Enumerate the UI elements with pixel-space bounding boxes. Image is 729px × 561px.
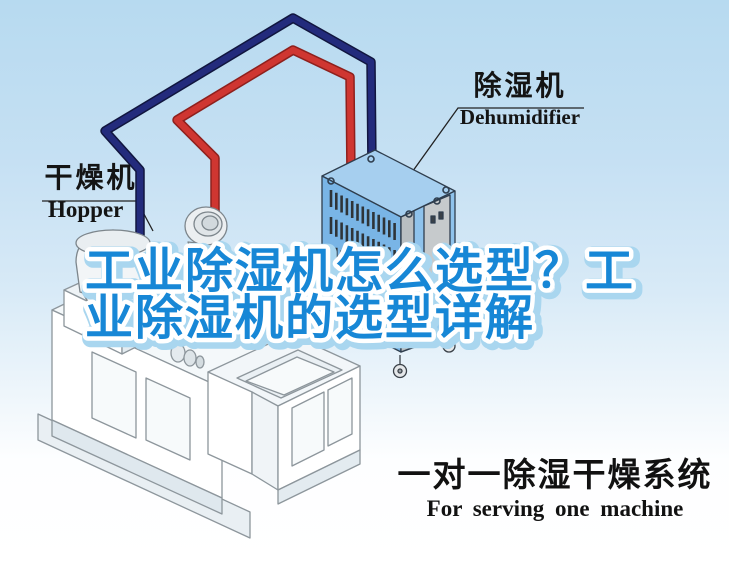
vent-slats <box>329 190 396 287</box>
caster-wheels <box>320 315 456 379</box>
dehumidifier-label-zh: 除湿机 <box>473 71 567 102</box>
hopper-illustration <box>75 206 228 329</box>
headline-line1: 工业除湿机怎么选型？工 <box>85 243 635 299</box>
system-caption: 一对一除湿干燥系统 For serving one machine <box>392 458 718 523</box>
system-caption-zh: 一对一除湿干燥系统 <box>397 458 713 494</box>
leader-line-dehumidifier <box>409 107 584 176</box>
headline-line2-outline: 业除湿机的选型详解 <box>85 290 535 346</box>
dehumidifier-illustration <box>320 149 456 379</box>
headline-line2-glow: 业除湿机的选型详解 <box>88 293 538 349</box>
hopper-label-en: Hopper <box>48 197 124 223</box>
lifting-eyelets <box>327 155 450 218</box>
system-caption-en: For serving one machine <box>426 496 684 522</box>
headline-line1-glow: 工业除湿机怎么选型？工 <box>88 246 638 302</box>
extruder-machine-illustration <box>37 267 361 539</box>
dehumidifier-callout: 除湿机 Dehumidifier <box>432 71 608 130</box>
hopper-callout: 干燥机 Hopper <box>36 164 146 223</box>
dehumidifier-label-en: Dehumidifier <box>459 105 581 130</box>
headline-line2: 业除湿机的选型详解 <box>85 290 535 346</box>
headline-line1-outline: 工业除湿机怎么选型？工 <box>85 243 635 299</box>
headline: 工业除湿机怎么选型？工 业除湿机的选型详解 工业除湿机怎么选型？工 业除湿机的选… <box>80 238 644 357</box>
dehumidifier-corner-strip <box>400 210 415 353</box>
hopper-loader <box>184 206 228 257</box>
return-pipe <box>100 13 377 258</box>
hopper-label-zh: 干燥机 <box>44 163 138 194</box>
dehumidifier-door-panel <box>423 194 451 296</box>
